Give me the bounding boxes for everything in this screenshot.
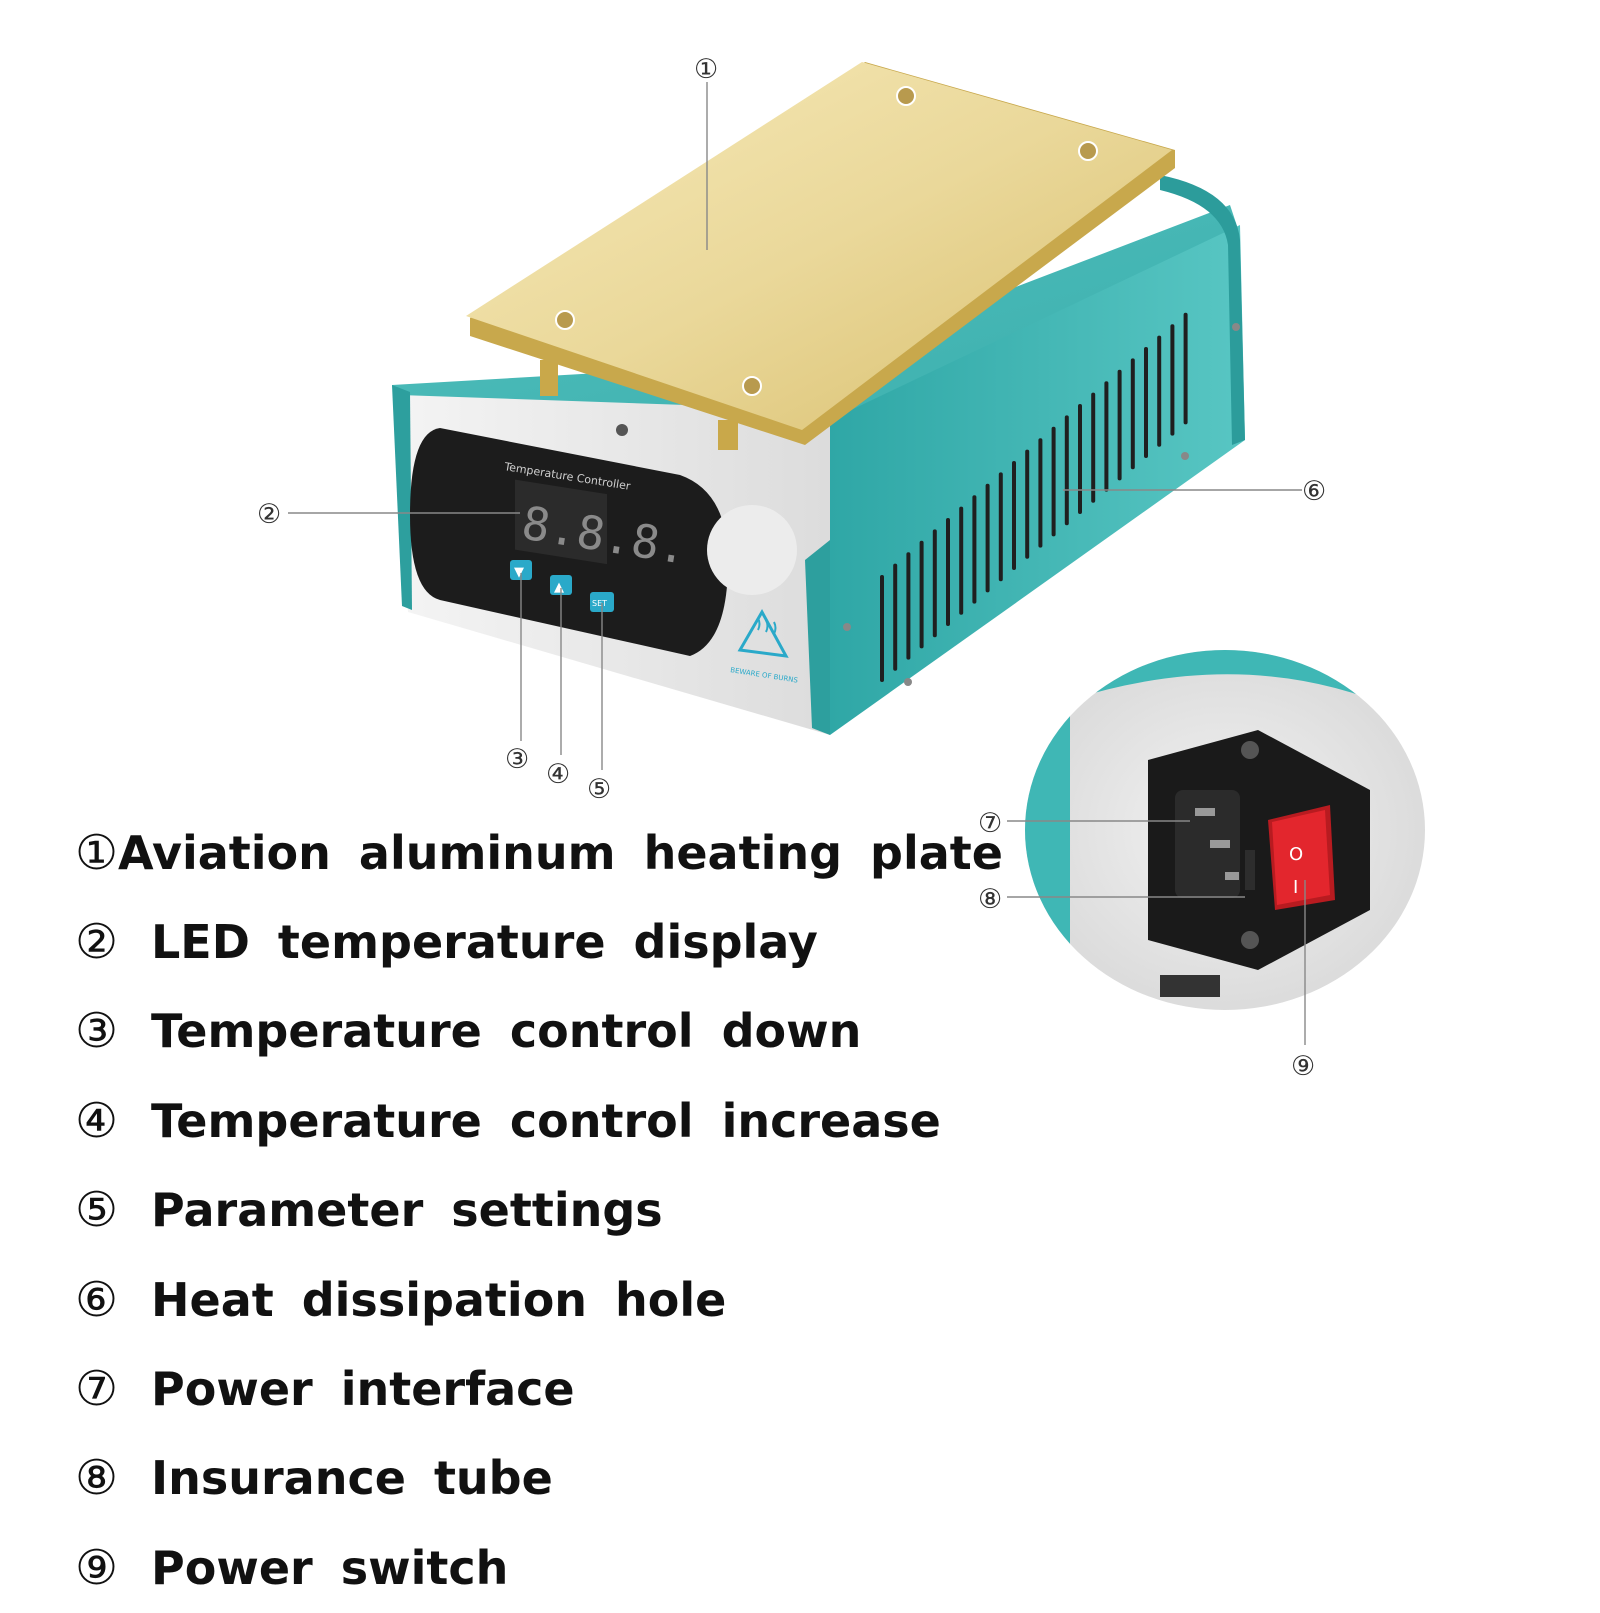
side-screw-icon bbox=[1181, 452, 1189, 460]
temperature-up-button[interactable]: ▲ bbox=[550, 575, 572, 595]
heat-dissipation-slots bbox=[880, 312, 1188, 682]
callout-2: ② bbox=[257, 499, 281, 530]
vent-slot bbox=[1104, 381, 1109, 492]
down-arrow-icon: ▼ bbox=[514, 565, 524, 580]
aviation-aluminum-heating-plate bbox=[466, 62, 1175, 445]
callout-numbers: ① ② ③ ④ ⑤ ⑥ ⑦ ⑧ ⑨ bbox=[257, 54, 1326, 1082]
legend-text: Power interface bbox=[151, 1362, 575, 1417]
legend-item: ⑤ Parameter settings bbox=[75, 1166, 975, 1255]
callout-8: ⑧ bbox=[978, 884, 1002, 915]
legend-item: ② LED temperature display bbox=[75, 897, 975, 986]
callout-lines bbox=[288, 82, 1306, 1045]
side-screw-icon bbox=[904, 678, 912, 686]
power-interface-pins bbox=[1195, 808, 1215, 816]
temperature-controller-panel: Temperature Controller 8.8.8. ▼ ▲ SET bbox=[410, 428, 728, 656]
plate-standoffs bbox=[540, 360, 738, 450]
legend-text: Temperature control down bbox=[151, 1004, 862, 1059]
vent-slot bbox=[1078, 404, 1082, 514]
legend-text: LED temperature display bbox=[151, 915, 818, 970]
legend-text: Temperature control increase bbox=[151, 1093, 941, 1148]
module-screw-icon bbox=[1241, 741, 1259, 759]
power-module-inset: O I bbox=[1025, 650, 1425, 1010]
side-screw-icon bbox=[1232, 323, 1240, 331]
vent-slot bbox=[1117, 369, 1122, 481]
callout-7: ⑦ bbox=[978, 808, 1002, 839]
vent-slot bbox=[1064, 415, 1069, 526]
vent-slot bbox=[1012, 461, 1016, 570]
vent-slot bbox=[972, 495, 977, 604]
device-front-edge bbox=[805, 540, 830, 735]
callout-9: ⑨ bbox=[1291, 1051, 1315, 1082]
callout-6: ⑥ bbox=[1302, 476, 1326, 507]
switch-off-mark: O bbox=[1289, 844, 1303, 865]
vent-slot bbox=[946, 518, 950, 626]
vent-slot bbox=[1130, 358, 1135, 470]
module-screw-icon bbox=[1241, 931, 1259, 949]
callout-5: ⑤ bbox=[587, 774, 611, 805]
vent-slot bbox=[893, 563, 898, 671]
vent-slot bbox=[1144, 347, 1148, 458]
vent-slot bbox=[919, 540, 924, 649]
vent-slot bbox=[1091, 392, 1096, 503]
legend-number: ⑧ bbox=[75, 1450, 119, 1507]
vent-slot bbox=[880, 575, 884, 682]
side-screw-icon bbox=[843, 623, 851, 631]
callout-1: ① bbox=[694, 54, 718, 85]
legend-number: ⑦ bbox=[75, 1361, 119, 1418]
power-switch[interactable]: O I bbox=[1268, 805, 1335, 910]
legend-item: ⑥ Heat dissipation hole bbox=[75, 1255, 975, 1344]
vent-slot bbox=[906, 552, 911, 660]
legend-item: ⑦ Power interface bbox=[75, 1344, 975, 1433]
device-top-surface bbox=[392, 205, 1240, 440]
legend-number: ⑤ bbox=[75, 1182, 119, 1239]
callout-4: ④ bbox=[546, 759, 570, 790]
legend-item: ⑧ Insurance tube bbox=[75, 1434, 975, 1523]
vent-slot bbox=[1051, 426, 1056, 537]
legend-number: ④ bbox=[75, 1092, 119, 1149]
vent-slot bbox=[959, 506, 964, 615]
vent-slot bbox=[1157, 335, 1162, 447]
legend-text: Insurance tube bbox=[151, 1451, 553, 1506]
temperature-down-button[interactable]: ▼ bbox=[510, 560, 532, 580]
legend-number: ① bbox=[75, 824, 119, 881]
plate-screw-icon bbox=[555, 310, 575, 330]
vent-slot bbox=[985, 483, 990, 593]
vent-slot bbox=[1038, 438, 1043, 548]
vent-slot bbox=[1025, 449, 1030, 559]
power-interface-pins bbox=[1210, 840, 1230, 848]
power-interface-pins bbox=[1225, 872, 1239, 880]
up-arrow-icon: ▲ bbox=[554, 580, 564, 595]
vent-slot bbox=[1183, 312, 1188, 425]
vent-slot bbox=[1170, 324, 1175, 436]
legend-number: ③ bbox=[75, 1003, 119, 1060]
legend-number: ⑥ bbox=[75, 1271, 119, 1328]
plate-screw-icon bbox=[742, 376, 762, 396]
legend-text: Power switch bbox=[151, 1540, 509, 1595]
legend-item: ④ Temperature control increase bbox=[75, 1076, 975, 1165]
vent-slot bbox=[998, 472, 1003, 582]
legend-number: ② bbox=[75, 914, 119, 971]
device-front-rim bbox=[392, 385, 412, 610]
parameter-set-button[interactable]: SET bbox=[590, 592, 614, 612]
heating-station: Temperature Controller 8.8.8. ▼ ▲ SET BE… bbox=[392, 62, 1245, 735]
vent-slot bbox=[932, 529, 937, 638]
plate-screw-icon bbox=[896, 86, 916, 106]
fuse-drawer bbox=[1245, 850, 1255, 890]
led-display-window bbox=[515, 479, 607, 565]
set-icon: SET bbox=[592, 599, 607, 608]
device-rim bbox=[1160, 175, 1245, 445]
legend-text: Heat dissipation hole bbox=[151, 1272, 727, 1327]
callout-3: ③ bbox=[505, 744, 529, 775]
legend-text: Aviation aluminum heating plate bbox=[118, 825, 1003, 880]
legend-number: ⑨ bbox=[75, 1539, 119, 1596]
legend-item: ③ Temperature control down bbox=[75, 987, 975, 1076]
switch-on-mark: I bbox=[1293, 877, 1298, 898]
legend-text: Parameter settings bbox=[151, 1183, 663, 1238]
plate-screw-icon bbox=[1078, 141, 1098, 161]
legend-item: ⑨ Power switch bbox=[75, 1523, 975, 1612]
